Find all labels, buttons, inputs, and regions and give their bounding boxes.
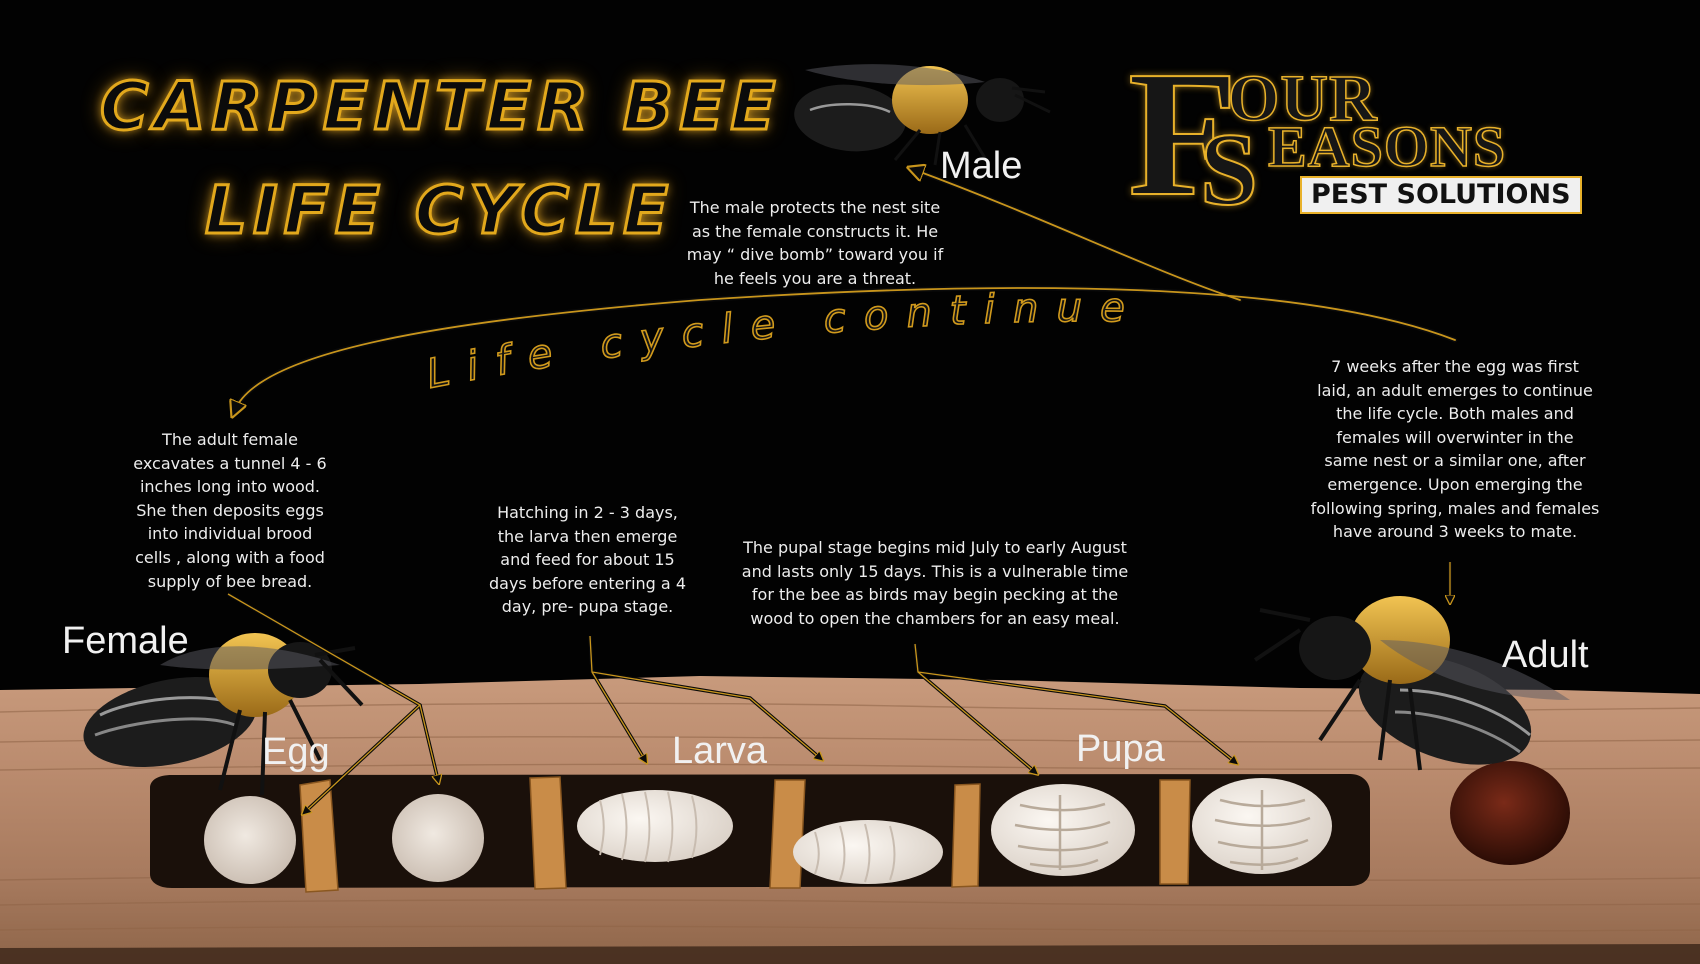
- label-adult: Adult: [1502, 634, 1589, 676]
- logo-initial-f: F: [1127, 34, 1239, 233]
- title-line-2: LIFE CYCLE: [203, 171, 675, 251]
- female-description: The adult female excavates a tunnel 4 - …: [133, 430, 327, 591]
- larva-description: Hatching in 2 - 3 days, the larva then e…: [488, 503, 686, 617]
- larva-1: [577, 790, 733, 863]
- pupa-2: [1192, 778, 1332, 874]
- larva-2: [793, 820, 943, 884]
- logo-word-easons: EASONS: [1267, 114, 1507, 179]
- male-bee: [794, 64, 1051, 166]
- title-line-1: CARPENTER BEE: [98, 67, 782, 147]
- exit-hole: [1450, 761, 1570, 865]
- pupa-description: The pupal stage begins mid July to early…: [741, 538, 1129, 628]
- logo-tagline: PEST SOLUTIONS: [1300, 176, 1582, 214]
- female-bee: [83, 633, 364, 796]
- label-male: Male: [940, 145, 1023, 187]
- logo-word-our: OUR: [1227, 62, 1378, 135]
- egg-2: [392, 794, 484, 882]
- egg-1: [204, 796, 296, 884]
- adult-bee: [1253, 596, 1570, 771]
- label-egg: Egg: [262, 731, 330, 773]
- adult-description: 7 weeks after the egg was first laid, an…: [1310, 357, 1600, 542]
- pupa-1: [991, 784, 1135, 876]
- male-description: The male protects the nest site as the f…: [686, 198, 944, 288]
- label-larva: Larva: [672, 730, 768, 772]
- nest-tunnel: [150, 761, 1570, 893]
- logo-initial-s: S: [1199, 112, 1259, 227]
- label-female: Female: [62, 620, 189, 662]
- label-pupa: Pupa: [1076, 728, 1165, 770]
